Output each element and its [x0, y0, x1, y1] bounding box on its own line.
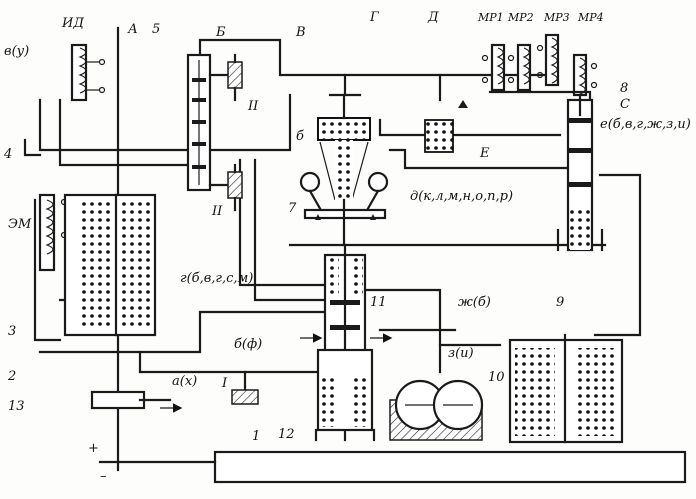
pipeline-network — [23, 38, 642, 374]
label-v-u: в(у) — [4, 44, 29, 59]
label-b-cyr: Б — [215, 25, 226, 40]
bellows-b — [317, 93, 371, 201]
label-z-i: з(и) — [448, 346, 474, 361]
cylinder-9 — [508, 333, 624, 444]
label-d-list: д(к,л,м,н,о,п,р) — [410, 189, 513, 204]
label-b-f: б(ф) — [234, 337, 262, 352]
cylinder-c — [556, 93, 604, 252]
damper-d — [424, 100, 468, 153]
block-13 — [90, 390, 183, 413]
label-mr3: МР3 — [543, 11, 570, 24]
valve-5 — [186, 53, 212, 192]
relay-mr2 — [507, 43, 532, 92]
label-v: В — [295, 25, 306, 40]
label-mr4: МР4 — [577, 11, 604, 24]
label-c: С — [620, 97, 630, 112]
label-mr1: МР1 — [477, 11, 504, 24]
base-frame-1 — [98, 450, 687, 484]
relay-mr1 — [481, 43, 506, 92]
label-minus: – — [100, 469, 107, 484]
label-a: А — [127, 22, 138, 37]
label-i: I — [221, 376, 228, 391]
label-5: 5 — [152, 22, 160, 37]
id-solenoid — [70, 43, 106, 102]
label-13: 13 — [8, 399, 25, 414]
label-g-list: г(б,в,г,с,м) — [180, 271, 253, 286]
governor-7 — [299, 171, 389, 247]
label-10: 10 — [488, 370, 505, 385]
cylinder-12 — [314, 348, 376, 442]
label-1: 1 — [252, 429, 260, 444]
valve-ii-bottom — [208, 163, 243, 212]
label-2: 2 — [7, 369, 16, 384]
label-a-x: а(х) — [172, 374, 197, 389]
label-ii-bottom: II — [211, 204, 223, 219]
label-7: 7 — [288, 201, 297, 216]
label-9: 9 — [556, 295, 564, 310]
label-11: 11 — [370, 295, 387, 310]
label-4: 4 — [3, 147, 12, 162]
valve-ii-top — [208, 53, 243, 102]
label-plus: + — [88, 441, 99, 456]
label-d: Д — [427, 10, 439, 25]
label-8: 8 — [620, 81, 628, 96]
label-em: ЭМ — [8, 217, 32, 232]
label-id: ИД — [61, 16, 84, 31]
servomotor-3 — [63, 193, 157, 337]
valve-i — [231, 370, 259, 405]
em-solenoid — [38, 193, 68, 272]
gear-pump-10 — [389, 379, 484, 441]
label-ii-top: II — [247, 99, 259, 114]
label-g: Г — [369, 10, 379, 25]
label-12: 12 — [278, 427, 295, 442]
relay-bus — [488, 90, 592, 102]
label-b6: б — [296, 129, 304, 144]
label-3: 3 — [8, 324, 16, 339]
relay-mr3 — [536, 33, 560, 87]
label-e-list: е(б,в,г,ж,з,и) — [600, 117, 691, 132]
label-e: Е — [479, 146, 490, 161]
label-zh-b: ж(б) — [458, 295, 491, 310]
label-mr2: МР2 — [507, 11, 534, 24]
distributor-11 — [300, 243, 393, 442]
